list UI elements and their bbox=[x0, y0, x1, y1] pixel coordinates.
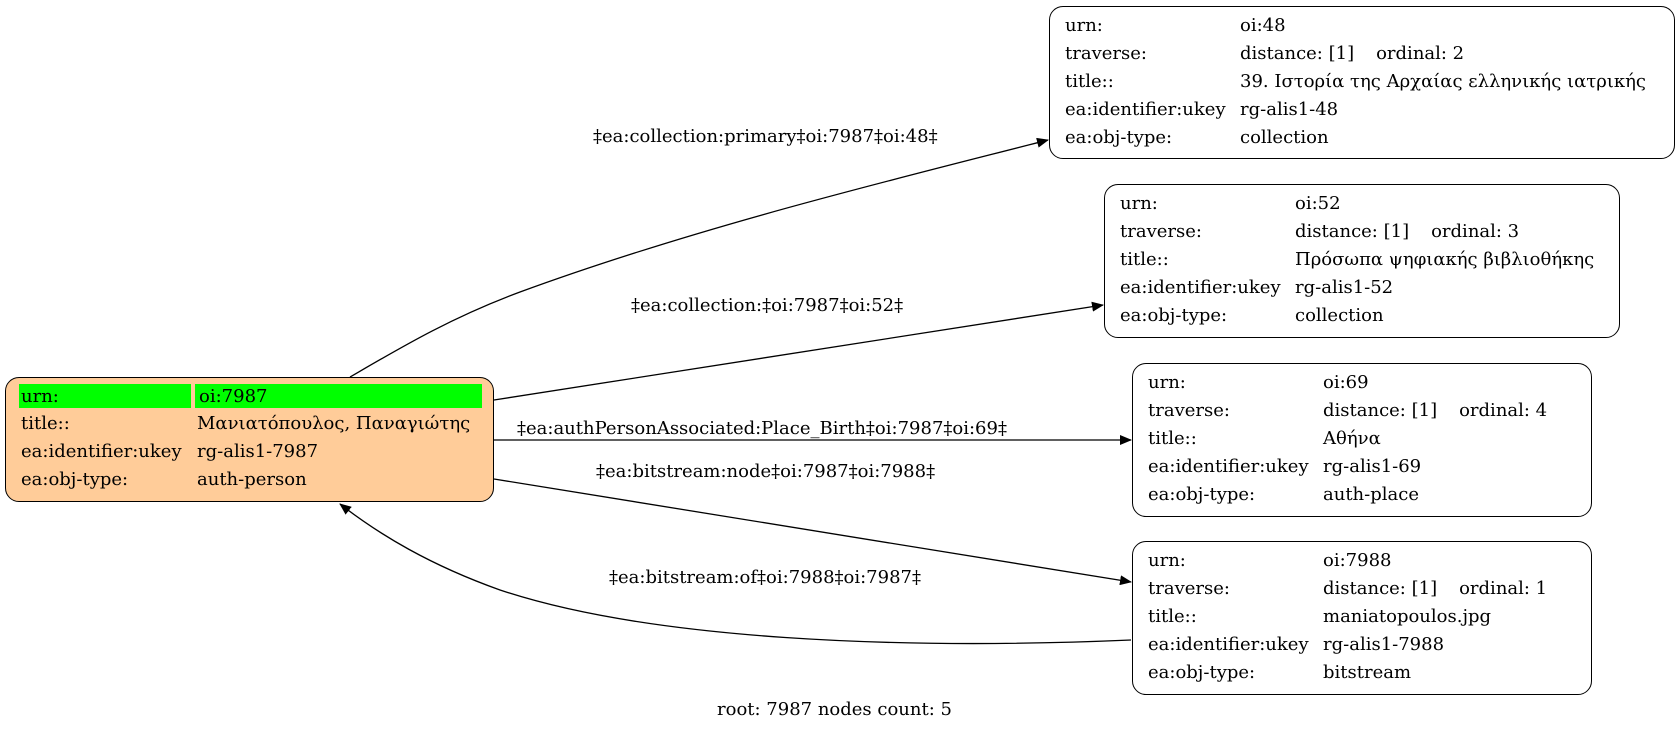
urn-value: oi:48 bbox=[1240, 15, 1286, 36]
urn-key: urn: bbox=[1120, 193, 1158, 214]
title-key: title:: bbox=[1065, 71, 1114, 92]
type-value: collection bbox=[1295, 305, 1384, 326]
urn-key: urn: bbox=[1148, 550, 1186, 571]
type-value: bitstream bbox=[1323, 662, 1412, 683]
ordinal-value: ordinal: 1 bbox=[1459, 578, 1548, 599]
type-value: collection bbox=[1240, 127, 1329, 148]
urn-key-highlight bbox=[19, 384, 191, 408]
edge-line-oi52 bbox=[493, 301, 1104, 401]
edge-label-collection: ‡ea:collection:‡oi:7987‡oi:52‡ bbox=[631, 295, 904, 316]
root-ukey-key: ea:identifier:ukey bbox=[21, 441, 182, 462]
ukey-key: ea:identifier:ukey bbox=[1148, 456, 1309, 477]
traverse-value: distance: [1] ordinal: 3 bbox=[1295, 219, 1519, 245]
ukey-value: rg-alis1-52 bbox=[1295, 277, 1394, 298]
traverse-value: distance: [1] ordinal: 4 bbox=[1323, 398, 1547, 424]
distance-value: distance: [1] bbox=[1295, 221, 1410, 242]
traverse-key: traverse: bbox=[1148, 578, 1230, 599]
root-title-key: title:: bbox=[21, 413, 70, 434]
ordinal-value: ordinal: 4 bbox=[1459, 400, 1548, 421]
graph-footer: root: 7987 nodes count: 5 bbox=[717, 699, 952, 720]
root-title-value: Μανιατόπουλος, Παναγιώτης bbox=[197, 413, 471, 434]
traverse-value: distance: [1] ordinal: 1 bbox=[1323, 576, 1547, 602]
edge-label-bitstream-node: ‡ea:bitstream:node‡oi:7987‡oi:7988‡ bbox=[596, 461, 936, 482]
edge-label-collection-primary: ‡ea:collection:primary‡oi:7987‡oi:48‡ bbox=[593, 126, 938, 147]
type-key: ea:obj-type: bbox=[1148, 662, 1256, 683]
root-ukey-value: rg-alis1-7987 bbox=[197, 441, 319, 462]
type-key: ea:obj-type: bbox=[1148, 484, 1256, 505]
urn-value: oi:69 bbox=[1323, 372, 1369, 393]
type-key: ea:obj-type: bbox=[1065, 127, 1173, 148]
distance-value: distance: [1] bbox=[1323, 400, 1438, 421]
root-node[interactable]: urn: oi:7987 title:: Μανιατόπουλος, Πανα… bbox=[5, 377, 494, 502]
urn-value-highlight bbox=[195, 384, 482, 408]
node-oi-69[interactable]: urn: oi:69 traverse: distance: [1] ordinal:… bbox=[1132, 363, 1592, 517]
edge-label-place-birth: ‡ea:authPersonAssociated:Place_Birth‡oi:… bbox=[517, 418, 1007, 439]
title-value: Πρόσωπα ψηφιακής βιβλιοθήκης bbox=[1295, 249, 1595, 270]
edge-line-bitstream-of bbox=[339, 503, 1132, 645]
traverse-key: traverse: bbox=[1120, 221, 1202, 242]
urn-key: urn: bbox=[1148, 372, 1186, 393]
title-value: Αθήνα bbox=[1323, 428, 1381, 449]
type-key: ea:obj-type: bbox=[1120, 305, 1228, 326]
title-key: title:: bbox=[1148, 606, 1197, 627]
urn-key: urn: bbox=[1065, 15, 1103, 36]
ukey-key: ea:identifier:ukey bbox=[1148, 634, 1309, 655]
node-oi-7988[interactable]: urn: oi:7988 traverse: distance: [1] ordina… bbox=[1132, 541, 1592, 695]
node-oi-52[interactable]: urn: oi:52 traverse: distance: [1] ordinal:… bbox=[1104, 184, 1620, 338]
root-type-value: auth-person bbox=[197, 469, 307, 490]
ukey-key: ea:identifier:ukey bbox=[1065, 99, 1226, 120]
root-type-key: ea:obj-type: bbox=[21, 469, 129, 490]
title-value: 39. Ιστορία της Αρχαίας ελληνικής ιατρικ… bbox=[1240, 71, 1646, 92]
traverse-key: traverse: bbox=[1148, 400, 1230, 421]
ordinal-value: ordinal: 3 bbox=[1431, 221, 1520, 242]
traverse-key: traverse: bbox=[1065, 43, 1147, 64]
title-key: title:: bbox=[1148, 428, 1197, 449]
ordinal-value: ordinal: 2 bbox=[1376, 43, 1465, 64]
distance-value: distance: [1] bbox=[1323, 578, 1438, 599]
edge-line-oi48 bbox=[349, 137, 1049, 378]
title-value: maniatopoulos.jpg bbox=[1323, 606, 1492, 627]
ukey-key: ea:identifier:ukey bbox=[1120, 277, 1281, 298]
edge-label-bitstream-of: ‡ea:bitstream:of‡oi:7988‡oi:7987‡ bbox=[609, 567, 921, 588]
traverse-value: distance: [1] ordinal: 2 bbox=[1240, 41, 1464, 67]
edge-line-oi7988 bbox=[493, 478, 1132, 586]
urn-value: oi:7988 bbox=[1323, 550, 1392, 571]
distance-value: distance: [1] bbox=[1240, 43, 1355, 64]
ukey-value: rg-alis1-48 bbox=[1240, 99, 1339, 120]
type-value: auth-place bbox=[1323, 484, 1419, 505]
ukey-value: rg-alis1-7988 bbox=[1323, 634, 1445, 655]
root-urn-value: oi:7987 bbox=[199, 386, 268, 407]
urn-value: oi:52 bbox=[1295, 193, 1341, 214]
root-urn-key: urn: bbox=[21, 386, 59, 407]
ukey-value: rg-alis1-69 bbox=[1323, 456, 1422, 477]
title-key: title:: bbox=[1120, 249, 1169, 270]
node-oi-48[interactable]: urn: oi:48 traverse: distance: [1] ordinal:… bbox=[1049, 6, 1675, 159]
